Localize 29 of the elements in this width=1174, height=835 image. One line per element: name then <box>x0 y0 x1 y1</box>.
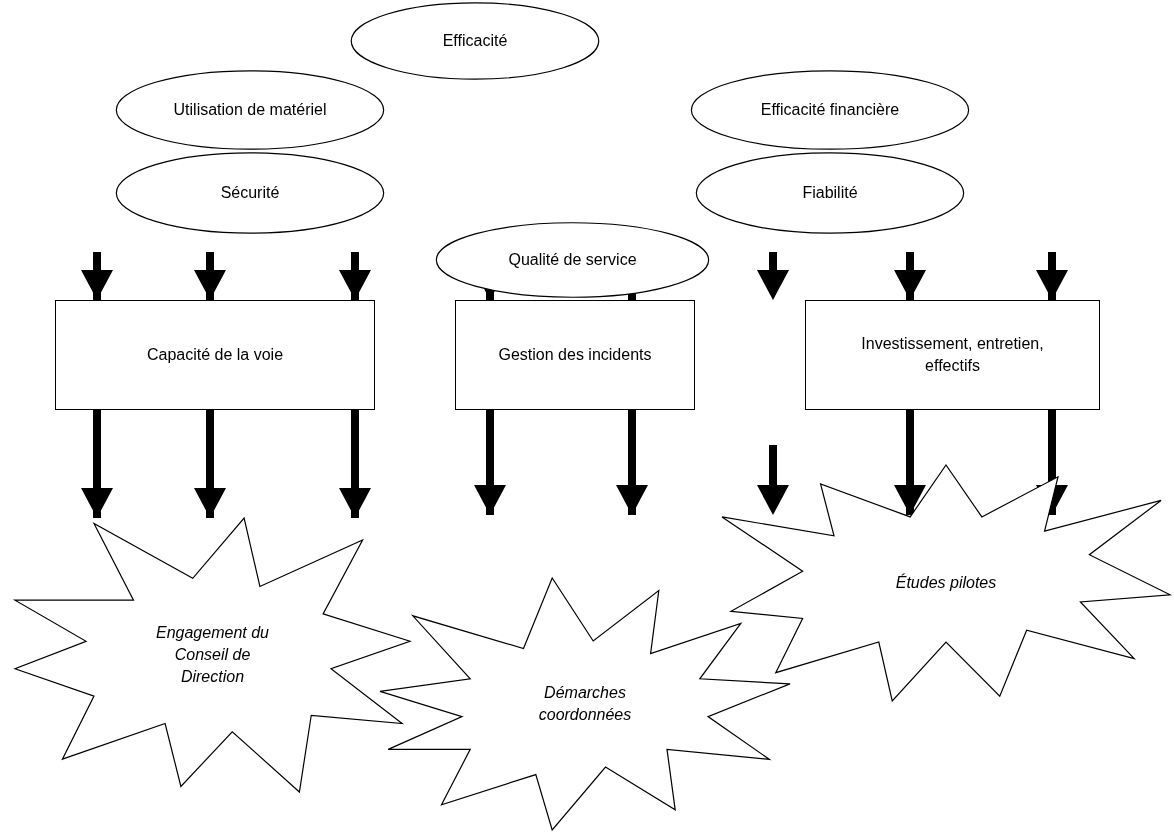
node-label: Démarches coordonnées <box>537 683 633 725</box>
process-box <box>455 300 695 410</box>
node-label: Investissement, entretien, effectifs <box>860 334 1045 376</box>
ellipse-node <box>435 222 710 298</box>
node-label: Gestion des incidents <box>498 345 652 365</box>
ellipse-node <box>350 2 600 80</box>
node-label: Capacité de la voie <box>146 345 284 365</box>
starburst-shape <box>722 465 1170 701</box>
arrow <box>339 410 371 518</box>
starburst-shape <box>380 578 790 830</box>
node-label: Utilisation de matériel <box>173 100 327 120</box>
ellipse-node <box>695 152 965 234</box>
ellipse-node <box>115 70 385 150</box>
node-label: Qualité de service <box>508 250 637 270</box>
arrow <box>194 410 226 518</box>
ellipse-node <box>115 152 385 234</box>
node-label: Efficacité <box>442 31 508 51</box>
starburst-shape <box>15 518 410 792</box>
ellipse-node <box>690 70 970 150</box>
arrow <box>81 410 113 518</box>
arrow <box>1036 410 1068 515</box>
node-label: Sécurité <box>220 183 280 203</box>
node-label: Fiabilité <box>802 183 858 203</box>
node-label: Engagement du Conseil de Direction <box>155 623 270 687</box>
node-label: Efficacité financière <box>760 100 900 120</box>
arrow <box>894 410 926 515</box>
node-label: Études pilotes <box>895 572 997 593</box>
process-box <box>805 300 1100 410</box>
process-box <box>55 300 375 410</box>
